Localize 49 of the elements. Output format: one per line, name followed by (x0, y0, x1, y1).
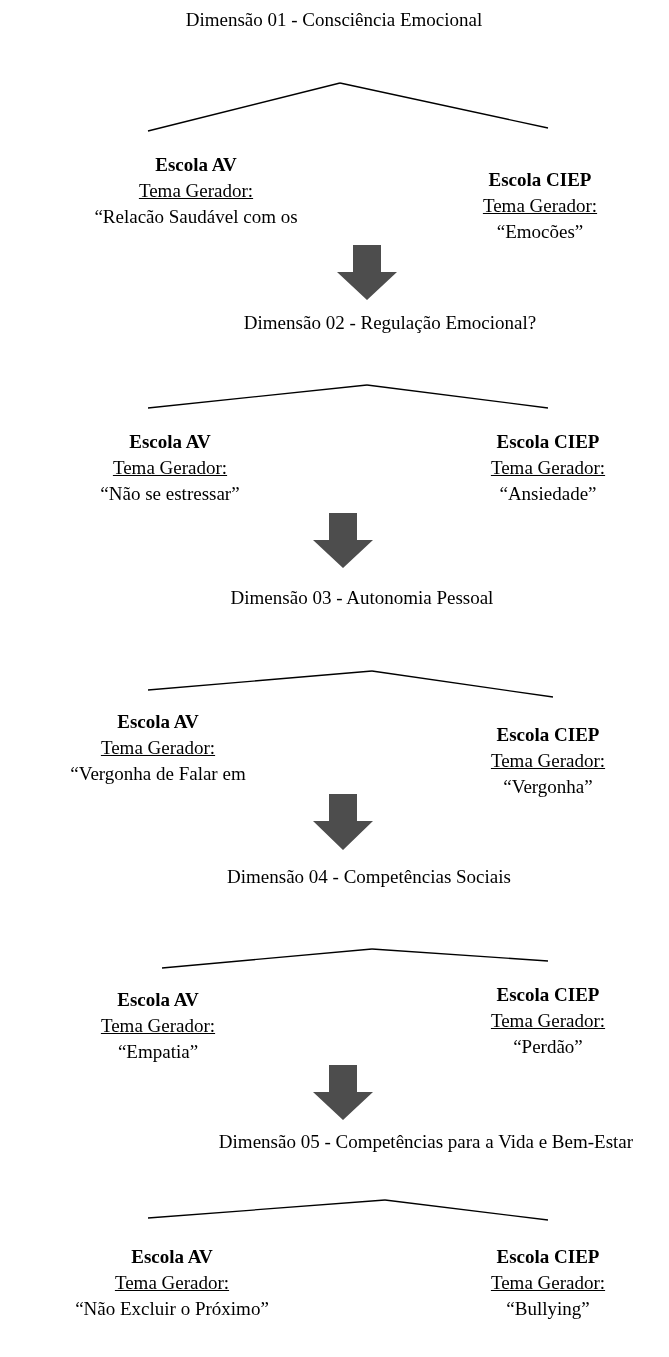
theme-text: “Vergonha” (502, 775, 594, 799)
branch-line (384, 1199, 549, 1221)
dimension-title: Dimensão 05 - Competências para a Vida e Bem-Estar (217, 1130, 635, 1154)
block-arrow (313, 513, 373, 568)
dimension-title: Dimensão 04 - Competências Sociais (226, 865, 512, 889)
branch-line (366, 384, 549, 409)
theme-label: Tema Gerador: (113, 1271, 231, 1295)
school-name: Escola CIEP (495, 1245, 601, 1269)
school-name: Escola AV (116, 710, 200, 734)
theme-text: “Não Excluir o Próximo” (74, 1297, 270, 1321)
school-name: Escola CIEP (495, 430, 601, 454)
branch-line (147, 1199, 386, 1219)
theme-text: “Não se estressar” (99, 482, 241, 506)
theme-label: Tema Gerador: (489, 1009, 607, 1033)
school-name: Escola AV (154, 153, 238, 177)
theme-text: “Empatia” (116, 1040, 200, 1064)
school-name: Escola AV (128, 430, 212, 454)
branch-line (147, 384, 368, 409)
school-name: Escola AV (116, 988, 200, 1012)
school-name: Escola CIEP (487, 168, 593, 192)
branch-line (147, 82, 341, 132)
theme-text: “Perdão” (512, 1035, 584, 1059)
block-arrow (337, 245, 397, 300)
theme-text: “Vergonha de Falar em (69, 762, 247, 786)
school-name: Escola CIEP (495, 723, 601, 747)
theme-text: “Bullying” (505, 1297, 591, 1321)
branch-line (339, 82, 549, 129)
theme-text: “Ansiedade” (498, 482, 598, 506)
branch-line (147, 670, 373, 691)
branch-line (371, 948, 549, 962)
theme-label: Tema Gerador: (489, 749, 607, 773)
dimension-title: Dimensão 01 - Consciência Emocional (184, 8, 484, 32)
theme-label: Tema Gerador: (481, 194, 599, 218)
theme-label: Tema Gerador: (111, 456, 229, 480)
branch-line (161, 948, 373, 969)
theme-label: Tema Gerador: (489, 1271, 607, 1295)
theme-text: “Emocões” (495, 220, 585, 244)
branch-line (371, 670, 554, 698)
dimension-title: Dimensão 03 - Autonomia Pessoal (229, 586, 495, 610)
theme-label: Tema Gerador: (489, 456, 607, 480)
block-arrow (313, 794, 373, 850)
school-name: Escola CIEP (495, 983, 601, 1007)
theme-label: Tema Gerador: (137, 179, 255, 203)
school-name: Escola AV (130, 1245, 214, 1269)
dimension-title: Dimensão 02 - Regulação Emocional? (242, 311, 538, 335)
theme-label: Tema Gerador: (99, 1014, 217, 1038)
theme-label: Tema Gerador: (99, 736, 217, 760)
block-arrow (313, 1065, 373, 1120)
theme-text: “Relacão Saudável com os (93, 205, 299, 229)
